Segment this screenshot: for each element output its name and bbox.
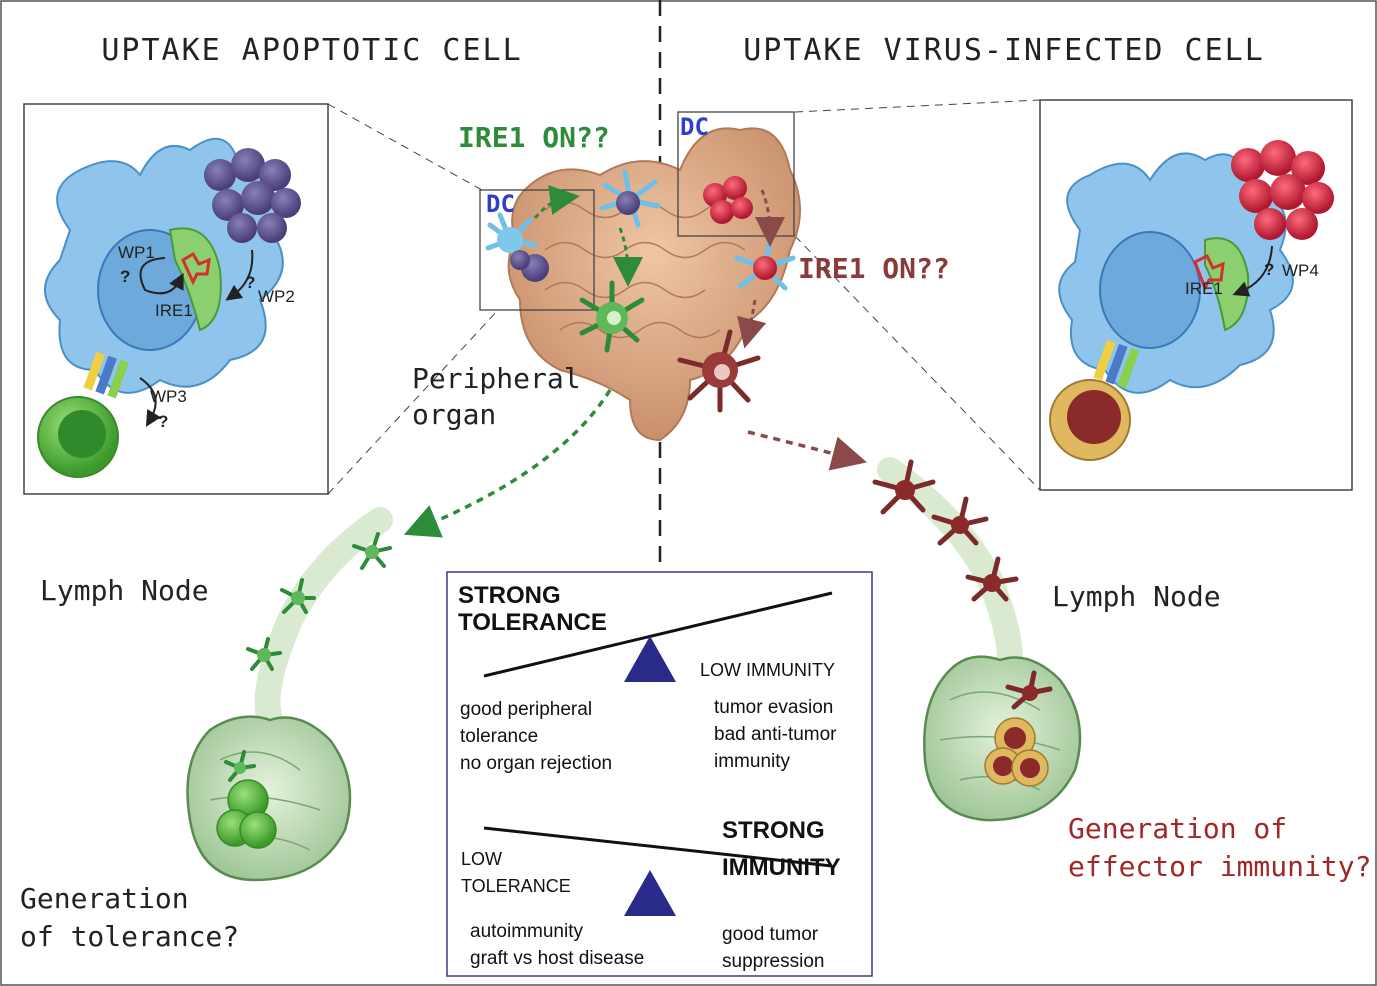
- strong-immunity-line2: IMMUNITY: [722, 854, 841, 881]
- auto-effect-1: autoimmunity: [470, 921, 583, 942]
- balance-beam-bottom: [483, 826, 833, 868]
- dendritic-cell-virus-organ: [734, 237, 796, 291]
- generation-tolerance-line1: Generation: [20, 882, 189, 915]
- peripheral-organ-label-2: organ: [412, 398, 496, 431]
- wp2-label: WP2: [258, 287, 295, 306]
- strong-tolerance-line1: STRONG: [458, 582, 561, 609]
- virus-infected-cell-cluster: [1231, 140, 1334, 240]
- tumor-effect-2: bad anti-tumor: [714, 724, 837, 745]
- wp4-arrow: [1232, 245, 1273, 297]
- tumor-effect-1: tumor evasion: [714, 697, 833, 718]
- cell-nucleus: [1099, 231, 1201, 349]
- wp2-arrow: [225, 249, 254, 301]
- ire1-icon: [1193, 253, 1225, 292]
- left-section-title: UPTAKE APOPTOTIC CELL: [101, 33, 522, 68]
- tcr-receptor-icon: [83, 351, 129, 399]
- left-ire1-label: IRE1: [155, 301, 193, 320]
- wp1-question: ?: [120, 267, 130, 286]
- strong-tolerance-line2: TOLERANCE: [458, 609, 607, 636]
- brown-arrow-2: [737, 299, 767, 349]
- generation-effector-line2: effector immunity?: [1068, 850, 1371, 883]
- dc-label-right: DC: [680, 113, 709, 141]
- wp1-arrow: [139, 257, 184, 295]
- migration-arrow-tolerance: [403, 389, 612, 538]
- balance-fulcrum-bottom: [624, 870, 676, 916]
- wp4-question: ?: [1264, 260, 1274, 279]
- generation-tolerance-line2: of tolerance?: [20, 920, 239, 953]
- low-tolerance-line1: LOW: [461, 849, 502, 869]
- apoptotic-cell-cluster: [204, 148, 301, 243]
- right-section-title: UPTAKE VIRUS-INFECTED CELL: [743, 33, 1265, 68]
- lymph-node-label-left: Lymph Node: [40, 574, 209, 607]
- wp1-label: WP1: [118, 243, 155, 262]
- wp2-question: ?: [245, 273, 255, 292]
- tol-effect-3: no organ rejection: [460, 753, 612, 774]
- low-tolerance-line2: TOLERANCE: [461, 876, 571, 896]
- right-lymph-node: [872, 457, 1082, 822]
- dendritic-cell-right-organ: [599, 169, 661, 228]
- brown-arrow-1: [754, 189, 785, 247]
- ire1-on-left: IRE1 ON??: [458, 121, 610, 154]
- tolerogenic-dc-green: [579, 280, 645, 353]
- tol-effect-2: tolerance: [460, 726, 538, 747]
- supp-effect-2: suppression: [722, 951, 824, 972]
- green-arrow-1: [533, 185, 580, 219]
- ire1-icon: [181, 251, 211, 286]
- wp3-question: ?: [158, 412, 168, 431]
- right-ire1-label: IRE1: [1185, 279, 1223, 298]
- right-inset: IRE1 ? WP4: [794, 99, 1353, 491]
- supp-effect-1: good tumor: [722, 924, 819, 945]
- wp3-label: WP3: [150, 387, 187, 406]
- tol-effect-1: good peripheral: [460, 699, 592, 720]
- endoplasmic-reticulum: [1204, 237, 1250, 332]
- ire1-on-right: IRE1 ON??: [798, 252, 950, 285]
- auto-effect-2: graft vs host disease: [470, 948, 644, 969]
- t-cell-nucleus: [58, 410, 106, 458]
- lymph-node-label-right: Lymph Node: [1052, 580, 1221, 613]
- strong-immunity-line1: STRONG: [722, 817, 825, 844]
- tcr-receptor-icon: [1093, 339, 1140, 389]
- effector-t-cell-nucleus: [1067, 390, 1121, 444]
- balance-beam-top: [483, 591, 833, 678]
- balance-fulcrum-top: [624, 636, 676, 682]
- infected-cluster-organ: [703, 176, 753, 224]
- left-inset: WP1 ? IRE1 ? WP2 WP3 ?: [23, 103, 499, 495]
- green-arrow-2: [612, 227, 643, 287]
- tumor-effect-3: immunity: [714, 751, 791, 772]
- left-lymph-node: [186, 507, 393, 882]
- dendritic-cell-left-organ: [485, 212, 549, 282]
- dc-label-left: DC: [486, 190, 515, 218]
- generation-effector-line1: Generation of: [1068, 812, 1287, 845]
- wp3-arrow: [139, 377, 161, 427]
- wp4-label: WP4: [1282, 261, 1319, 280]
- low-immunity-label: LOW IMMUNITY: [700, 660, 835, 680]
- migration-arrow-immunity: [747, 430, 867, 471]
- balance-box: STRONG TOLERANCE LOW IMMUNITY good perip…: [446, 571, 873, 977]
- effector-dc-red: [677, 329, 761, 413]
- peripheral-organ-label-1: Peripheral: [412, 362, 581, 395]
